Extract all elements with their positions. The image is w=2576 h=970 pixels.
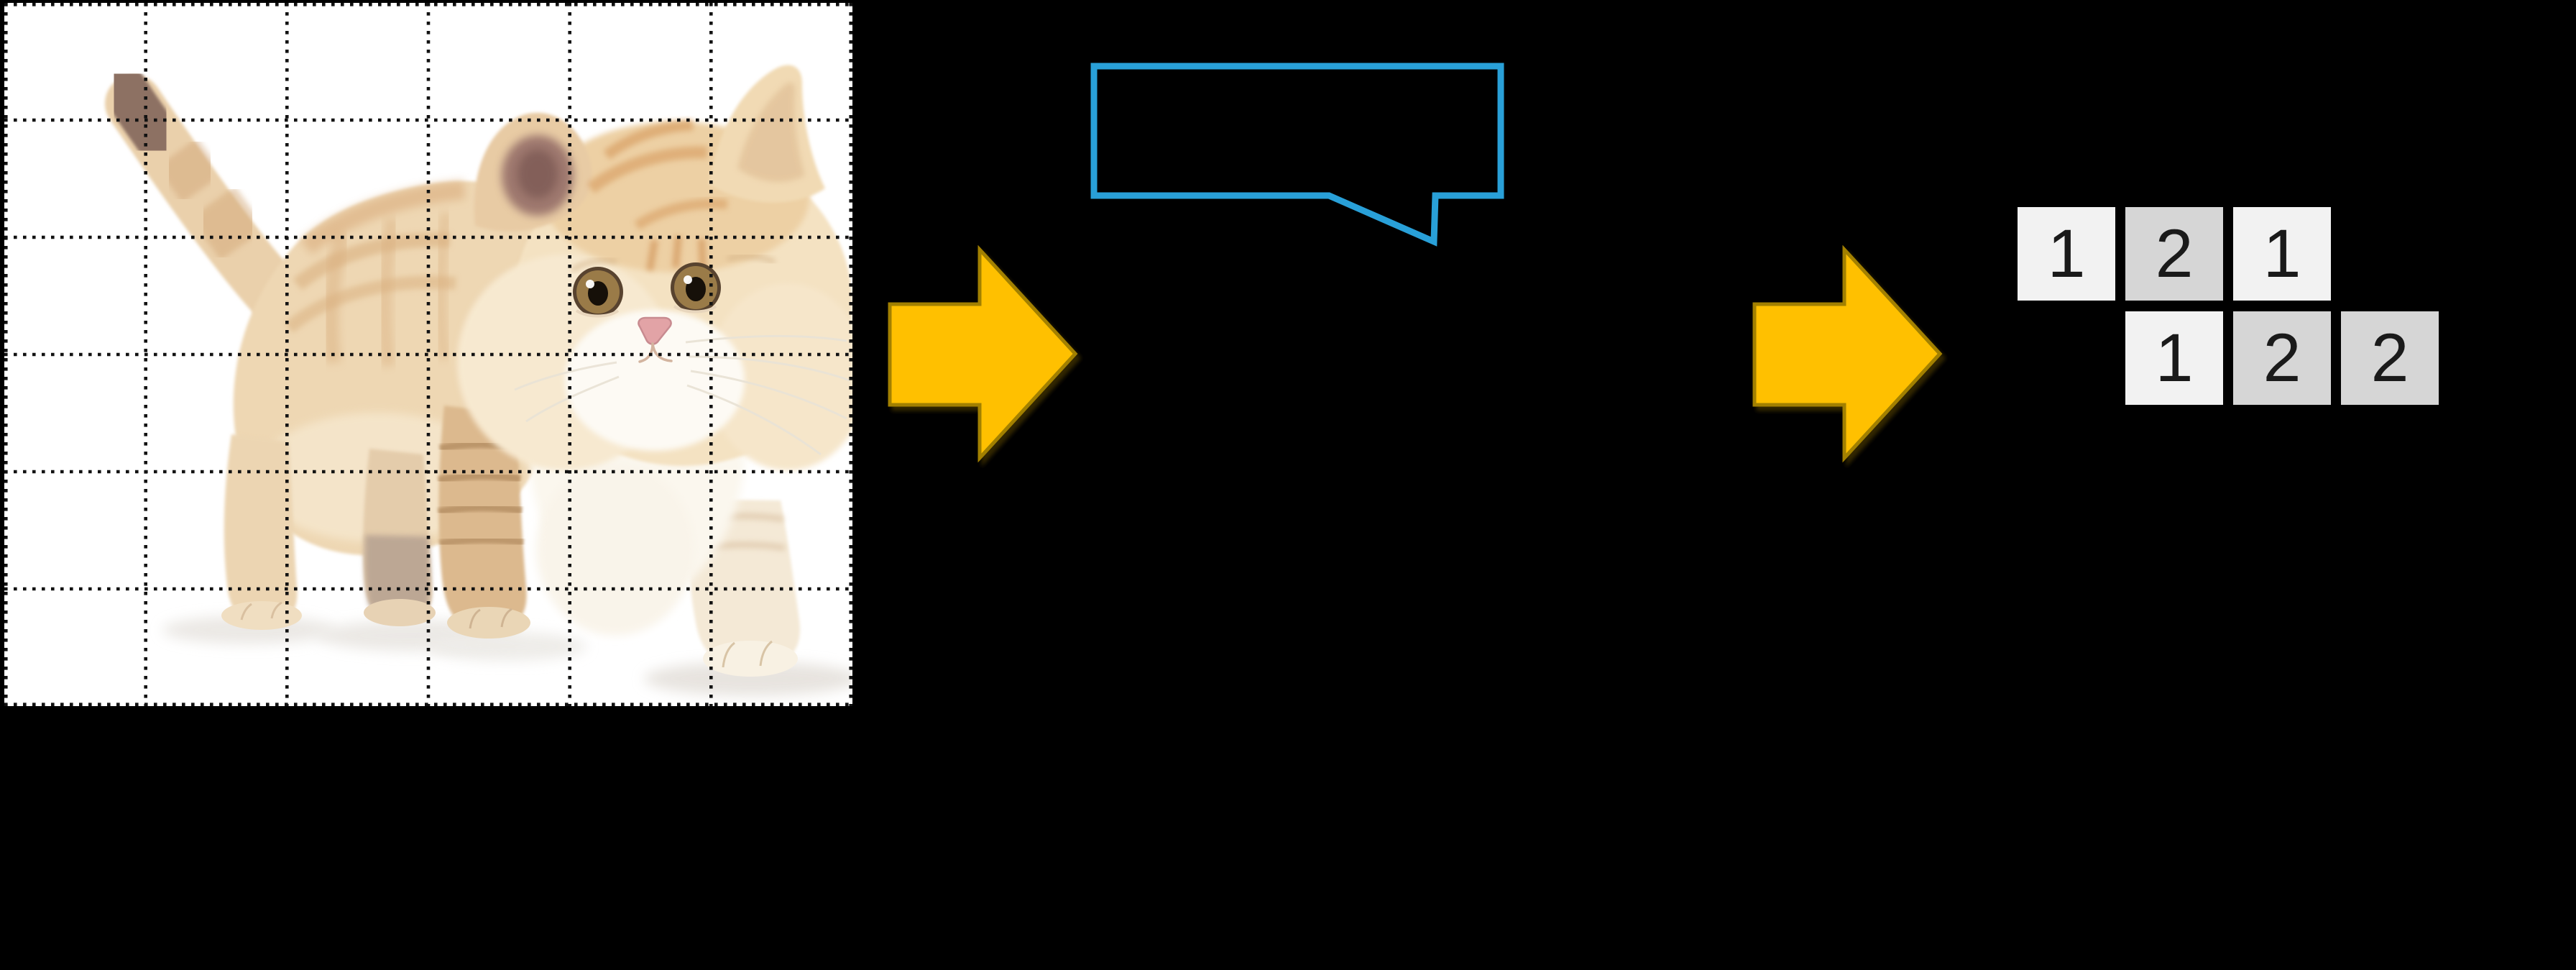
kitten-left-ear <box>474 112 592 232</box>
grid-cell: 2 <box>2233 311 2331 405</box>
grid-cell: 2 <box>2125 207 2223 301</box>
grid-cell: 1 <box>2018 207 2115 301</box>
speech-bubble-callout <box>1090 63 1504 247</box>
right-arrow-icon <box>888 245 1078 463</box>
grid-cell: 2 <box>2341 311 2439 405</box>
kitten-head <box>457 65 852 470</box>
kitten-eyes <box>573 262 721 318</box>
kitten-whiskers <box>514 334 850 456</box>
pixel-grid-overlay <box>4 3 852 706</box>
kitten-legs <box>221 406 800 677</box>
kitten-right-ear <box>709 65 825 203</box>
kitten-photo <box>4 3 852 706</box>
kitten-illustration <box>98 62 852 696</box>
grid-cell: 1 <box>2125 311 2223 405</box>
grid-cell: 1 <box>2233 207 2331 301</box>
right-arrow-icon <box>1752 245 1943 463</box>
